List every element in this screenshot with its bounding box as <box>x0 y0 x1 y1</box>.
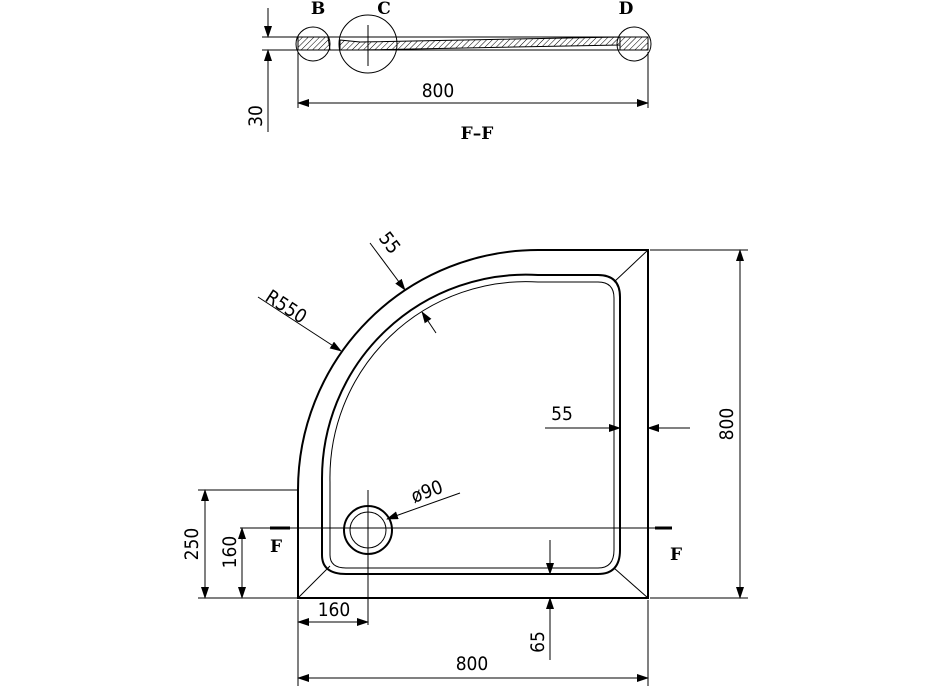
detail-circle-d <box>616 26 652 62</box>
drain-offset-dimension: 250 <box>181 489 298 599</box>
corner-line-bl <box>297 565 331 599</box>
section-mark-right: F <box>670 545 682 565</box>
overall-height-dimension: 800 <box>650 249 748 599</box>
rim-width-bottom-value: 65 <box>527 631 549 653</box>
rim-width-top-dimension: 55 <box>369 228 437 334</box>
rim-width-side-value: 55 <box>551 403 573 425</box>
tray-inner-rim-line <box>329 281 615 569</box>
section-mark-left: F <box>270 537 282 557</box>
rim-width-side-dimension: 55 <box>545 403 690 432</box>
section-view: B C D 30 800 F–F <box>245 0 652 144</box>
detail-label-c: C <box>377 0 391 19</box>
overall-width-dimension: 800 <box>297 600 649 686</box>
overall-width-value: 800 <box>456 653 489 675</box>
section-line-f: F F <box>240 526 682 565</box>
tray-outer-outline <box>297 249 649 599</box>
section-height-dimension: 30 <box>245 8 300 132</box>
drain-center-x-dimension: 160 <box>297 599 369 628</box>
drain-center-x-value: 160 <box>318 599 351 621</box>
drain-offset-value: 250 <box>181 528 203 561</box>
drain <box>343 490 393 625</box>
section-title: F–F <box>461 124 494 144</box>
drain-diameter-dimension: ø90 <box>386 476 461 520</box>
rim-width-bottom-dimension: 65 <box>527 540 554 660</box>
radius-dimension: R550 <box>257 286 342 352</box>
detail-circle-b <box>295 26 331 62</box>
drain-center-y-dimension: 160 <box>219 527 246 599</box>
detail-circle-c <box>338 14 398 74</box>
section-profile <box>297 36 649 51</box>
radius-value: R550 <box>261 286 310 329</box>
corner-line-br <box>613 567 649 599</box>
overall-height-value: 800 <box>716 408 738 441</box>
detail-label-d: D <box>619 0 634 19</box>
section-height-value: 30 <box>245 105 267 127</box>
section-width-dimension: 800 <box>297 52 649 108</box>
plan-view: F F R550 55 55 ø90 80 <box>181 228 748 686</box>
drain-diameter-value: ø90 <box>408 476 446 508</box>
detail-label-b: B <box>311 0 325 19</box>
corner-line-tr <box>613 249 649 283</box>
tray-inner-basin <box>320 273 621 575</box>
drain-center-y-value: 160 <box>219 536 241 569</box>
section-width-value: 800 <box>422 80 455 102</box>
